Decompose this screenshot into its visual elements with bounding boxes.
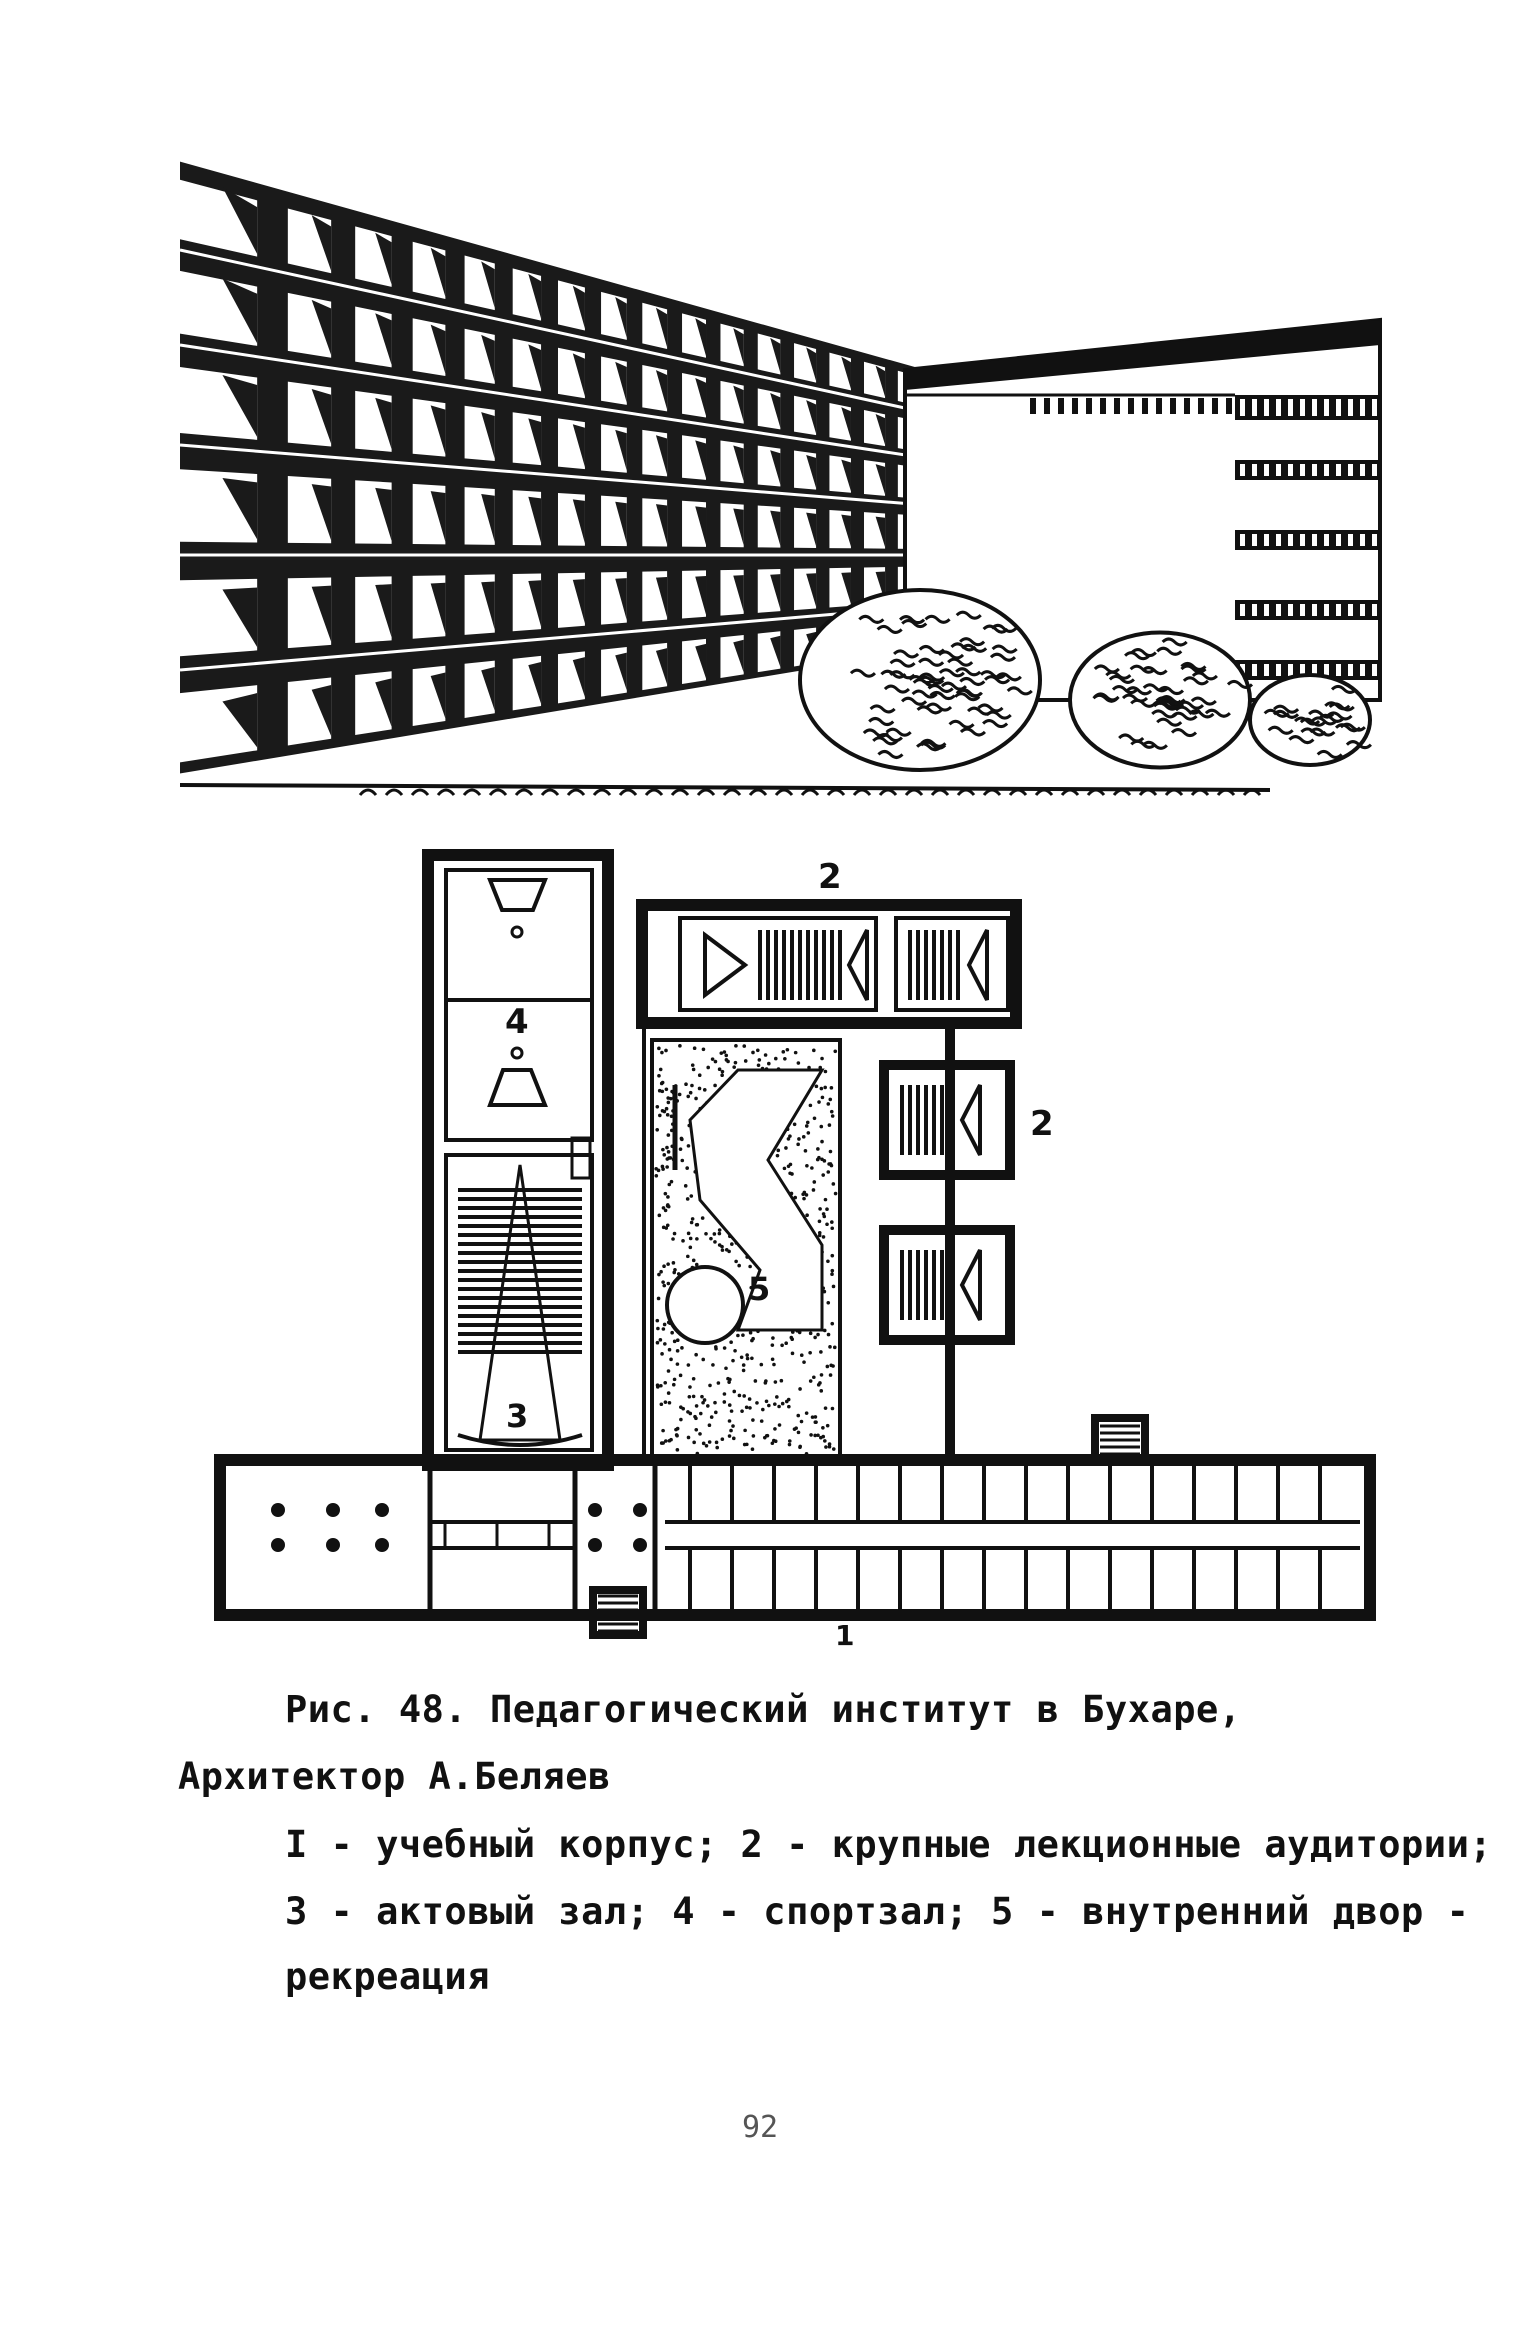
lecture-hall-seating <box>908 929 989 1001</box>
caption-legend-line-1: I - учебный корпус; 2 - крупные лекционн… <box>285 1823 1493 1866</box>
stair-tower <box>1091 1414 1149 1466</box>
caption-legend-line-2: 3 - актовый зал; 4 - спортзал; 5 - внутр… <box>285 1890 1470 1933</box>
classroom-partitions <box>443 1465 1322 1610</box>
lecture-hall-seating <box>703 929 869 1001</box>
tree-sketches <box>798 588 1372 772</box>
floor-plan: 2 2 3 4 5 1 <box>214 849 1376 1652</box>
figure-drawing: 2 2 3 4 5 1 <box>179 158 1382 1652</box>
lecture-hall-2-a <box>879 1060 1015 1180</box>
ground-line <box>179 783 1271 796</box>
plan-label-4: 4 <box>505 1002 529 1042</box>
left-wing-wall <box>422 849 614 1471</box>
lecture-hall-seating <box>900 1084 982 1156</box>
stair-tower <box>589 1586 647 1639</box>
column-dots <box>271 1503 647 1552</box>
assembly-hall-seating <box>458 1188 582 1354</box>
caption-legend-line-3: рекреация <box>285 1955 490 1998</box>
caption-architect: Архитектор А.Беляев <box>178 1755 611 1798</box>
sports-hall-4 <box>444 868 594 1142</box>
building-perspective-sketch <box>179 158 1382 796</box>
plan-label-3: 3 <box>506 1397 528 1435</box>
lecture-hall-seating <box>900 1249 982 1321</box>
plan-label-2-top: 2 <box>818 857 842 897</box>
plan-label-2-side: 2 <box>1030 1104 1054 1144</box>
plan-label-1: 1 <box>835 1619 854 1652</box>
caption-title: Рис. 48. Педагогический институт в Бухар… <box>285 1688 1242 1731</box>
lecture-block-top <box>636 899 1022 1029</box>
plan-label-5: 5 <box>748 1270 770 1308</box>
stair-treads <box>598 1424 1140 1633</box>
page-number: 92 <box>742 2110 779 2145</box>
teaching-block-1 <box>214 1454 1376 1621</box>
lecture-hall-2-b <box>879 1225 1015 1345</box>
assembly-hall-3 <box>444 1153 594 1452</box>
figure: 2 2 3 4 5 1 <box>179 158 1382 1652</box>
